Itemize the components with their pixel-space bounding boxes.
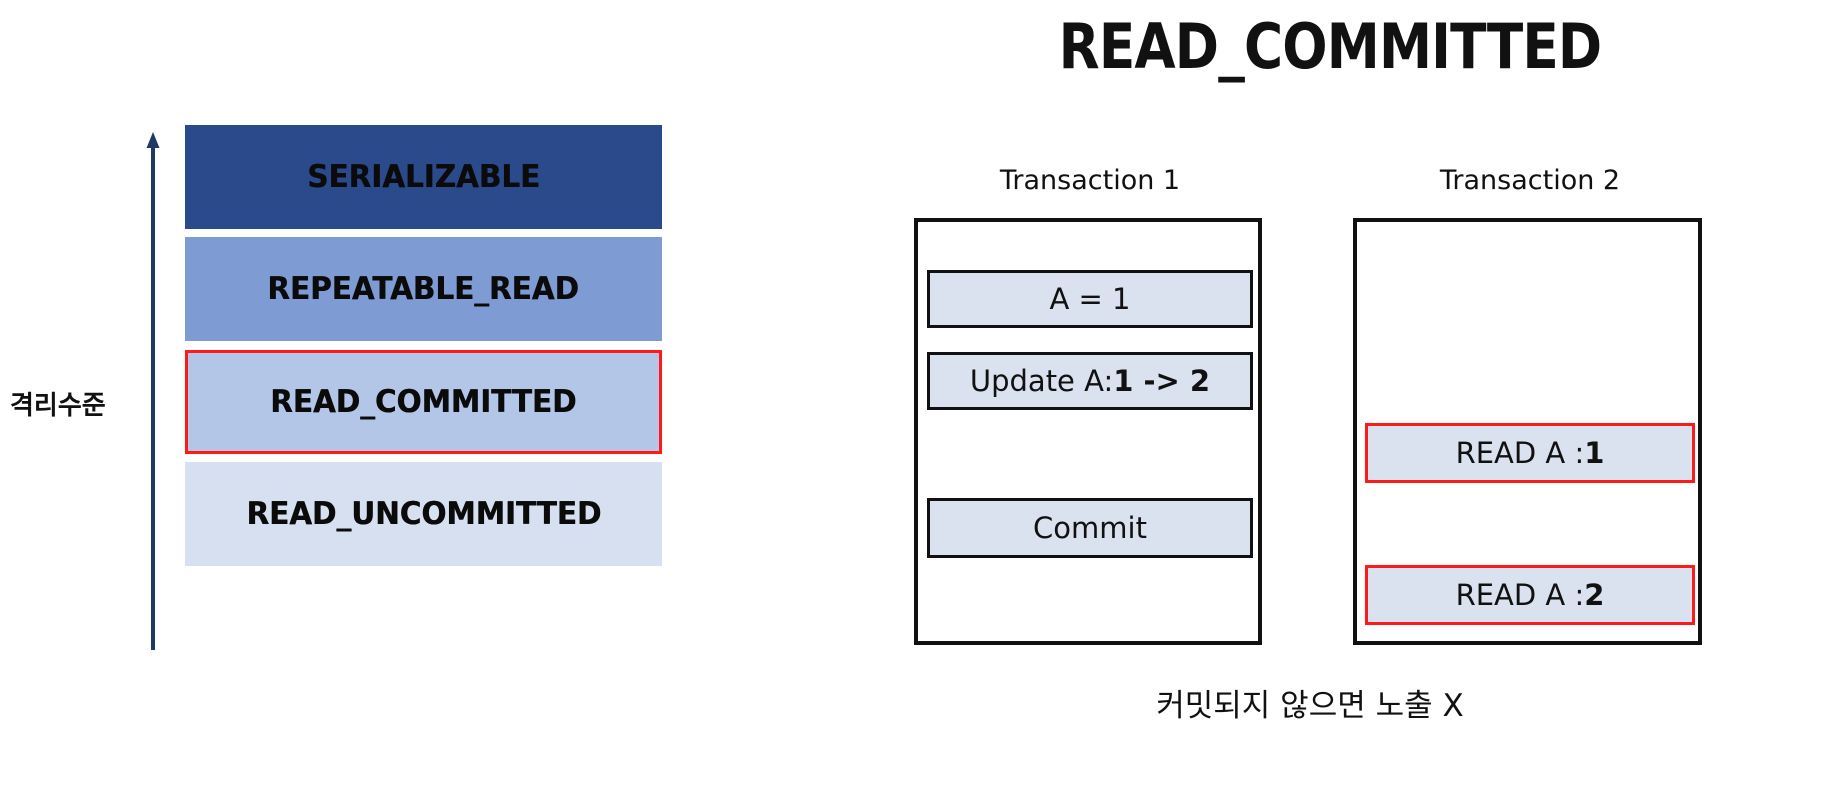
transaction-step-box[interactable]: Update A: 1 -> 2 xyxy=(927,352,1253,410)
transaction-title: Transaction 2 xyxy=(1439,165,1621,196)
isolation-level-bar[interactable]: SERIALIZABLE xyxy=(185,125,662,229)
step-value: 2 xyxy=(1584,578,1605,612)
transaction-title: Transaction 1 xyxy=(999,165,1181,196)
isolation-axis-arrow-icon xyxy=(145,132,161,650)
isolation-level-label: READ_COMMITTED xyxy=(270,384,577,420)
isolation-level-bar[interactable]: READ_COMMITTED xyxy=(185,350,662,454)
transaction-step-box[interactable]: A = 1 xyxy=(927,270,1253,328)
step-label: READ A : xyxy=(1455,578,1585,612)
step-value: 1 -> 2 xyxy=(1113,364,1211,398)
isolation-level-bar[interactable]: READ_UNCOMMITTED xyxy=(185,462,662,566)
isolation-level-label: SERIALIZABLE xyxy=(307,159,540,195)
step-label: READ A : xyxy=(1455,436,1585,470)
step-value: 1 xyxy=(1584,436,1605,470)
page-title: READ_COMMITTED xyxy=(1058,10,1603,83)
isolation-axis-label: 격리수준 xyxy=(10,391,106,421)
step-label: A = 1 xyxy=(1049,282,1131,316)
diagram-caption: 커밋되지 않으면 노출 X xyxy=(1156,688,1464,724)
read-step-box[interactable]: READ A : 1 xyxy=(1365,423,1695,483)
isolation-level-bar[interactable]: REPEATABLE_READ xyxy=(185,237,662,341)
isolation-level-label: READ_UNCOMMITTED xyxy=(246,496,601,532)
transaction-step-box[interactable]: Commit xyxy=(927,498,1253,558)
isolation-level-label: REPEATABLE_READ xyxy=(267,271,580,307)
step-label: Commit xyxy=(1033,511,1147,545)
read-step-box[interactable]: READ A : 2 xyxy=(1365,565,1695,625)
step-label: Update A: xyxy=(969,364,1114,398)
